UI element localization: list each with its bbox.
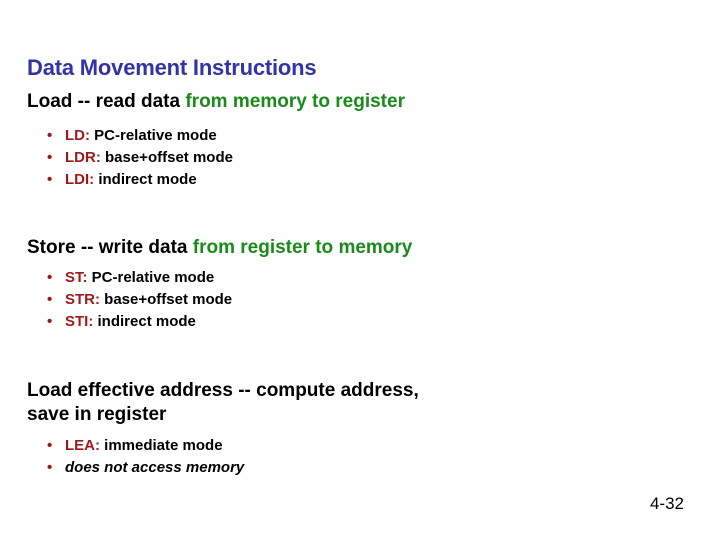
section-store-lead-green: from register to memory [192, 237, 413, 258]
bullet-text-ldi: indirect mode [94, 170, 197, 188]
list-item: LEA: immediate mode [47, 435, 244, 457]
list-item: ST: PC-relative mode [47, 267, 232, 289]
section-load-lead: Load -- read data from memory to registe… [27, 90, 405, 114]
bullet-text-str: base+offset mode [100, 290, 233, 308]
bullet-list-store: ST: PC-relative mode STR: base+offset mo… [47, 267, 232, 332]
list-item: LDI: indirect mode [47, 169, 233, 191]
list-item: LDR: base+offset mode [47, 147, 233, 169]
mnemonic-str: STR: [65, 290, 100, 308]
bullet-text-st: PC-relative mode [87, 269, 215, 286]
list-item: does not access memory [47, 457, 244, 479]
bullet-text-lea: immediate mode [100, 437, 223, 454]
bullet-list-load: LD: PC-relative mode LDR: base+offset mo… [47, 125, 233, 190]
list-item: STI: indirect mode [47, 311, 232, 333]
mnemonic-st: ST: [65, 269, 88, 286]
mnemonic-ld: LD: [65, 127, 90, 144]
bullet-text-ld: PC-relative mode [90, 127, 217, 144]
section-store-lead: Store -- write data from register to mem… [27, 236, 412, 260]
mnemonic-lea: LEA: [65, 437, 100, 454]
section-load: Load -- read data from memory to registe… [27, 90, 405, 114]
section-store-lead-black: Store -- write data [27, 237, 193, 258]
section-lea: Load effective address -- compute addres… [27, 379, 419, 427]
page-title: Data Movement Instructions [27, 55, 317, 80]
section-load-lead-black: Load -- read data [27, 91, 186, 112]
bullet-list-lea: LEA: immediate mode does not access memo… [47, 435, 244, 479]
bullet-text-ldr: base+offset mode [100, 148, 233, 166]
mnemonic-ldr: LDR: [65, 148, 101, 166]
mnemonic-sti: STI: [65, 312, 94, 330]
page-number: 4-32 [649, 494, 684, 513]
mnemonic-ldi: LDI: [65, 170, 95, 188]
section-store: Store -- write data from register to mem… [27, 236, 412, 260]
section-lea-lead: Load effective address -- compute addres… [27, 380, 419, 426]
bullet-text-no-memory-access: does not access memory [65, 458, 245, 476]
bullet-text-sti: indirect mode [93, 312, 196, 330]
list-item: LD: PC-relative mode [47, 125, 233, 147]
section-load-lead-green: from memory to register [185, 91, 405, 112]
list-item: STR: base+offset mode [47, 289, 232, 311]
